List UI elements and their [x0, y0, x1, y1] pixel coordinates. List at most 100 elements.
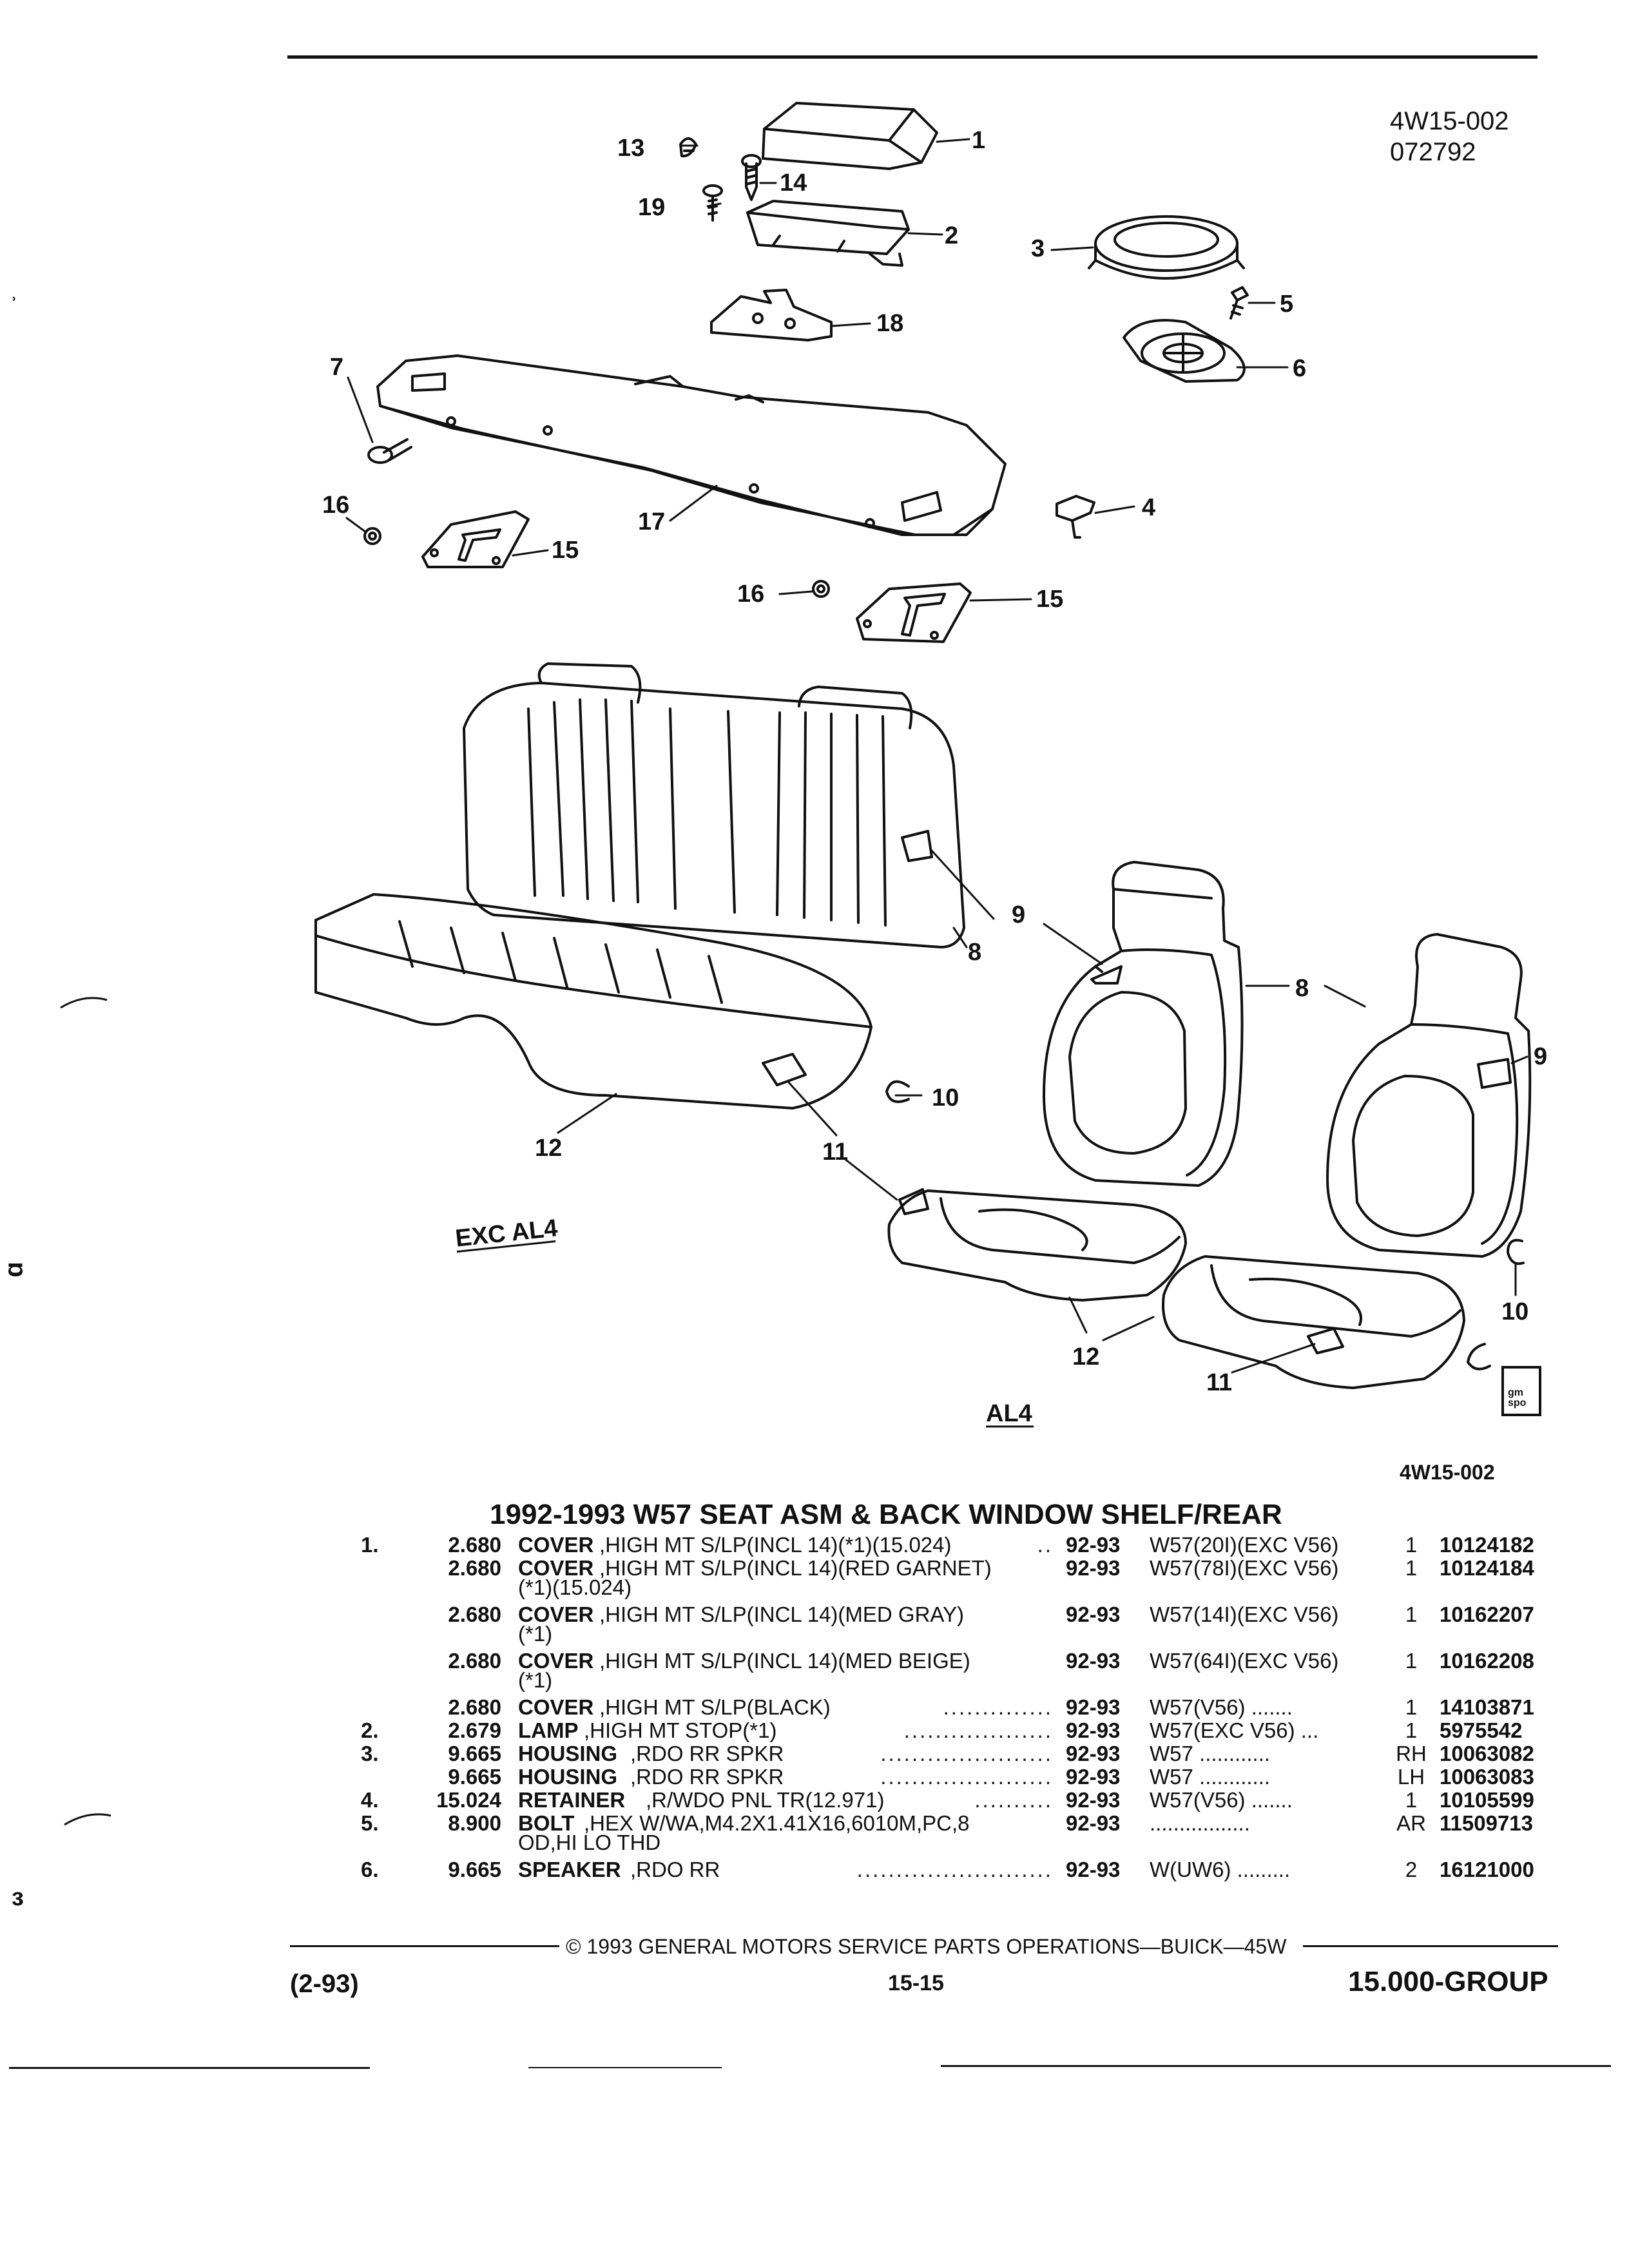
part-name: RETAINER — [518, 1788, 626, 1812]
exploded-parts-diagram: 1 2 3 4 5 6 7 8 8 9 9 10 10 11 11 12 12 … — [314, 102, 1547, 1484]
part-19-screw — [702, 184, 723, 222]
callout-17: 17 — [638, 508, 665, 535]
footer-rule-left — [290, 1945, 559, 1947]
model-years: 92-93 — [1066, 1742, 1121, 1765]
callout-11: 11 — [822, 1139, 848, 1166]
dot-leader: ......................... — [856, 1858, 1053, 1881]
part-description: ,RDO RR — [630, 1858, 720, 1881]
part-8-bench-back — [463, 662, 965, 948]
part-name: SPEAKER — [518, 1858, 621, 1881]
section-number: 9.665 — [448, 1858, 501, 1881]
model-years: 92-93 — [1066, 1718, 1121, 1742]
callout-4: 4 — [1142, 494, 1155, 521]
quantity: 1 — [1405, 1718, 1418, 1742]
part-6-speaker — [1123, 319, 1246, 383]
part-name: HOUSING — [518, 1742, 618, 1765]
logo-text-spo: spo — [1508, 1398, 1527, 1408]
part-12-bench-cushion — [314, 893, 872, 1110]
scan-mark: ʾ — [10, 294, 18, 318]
part-7-fastener — [367, 438, 412, 464]
quantity: LH — [1397, 1765, 1425, 1789]
callout-10: 10 — [1501, 1298, 1528, 1325]
dot-leader: .. — [1037, 1533, 1053, 1557]
part-name: COVER — [518, 1533, 594, 1557]
margin-mark — [64, 1813, 111, 1826]
footer-rule-right — [1303, 1945, 1558, 1947]
option-code: W57(V56) ....... — [1150, 1788, 1293, 1812]
part-description: ,HIGH MT S/LP(INCL 14)(RED GARNET) — [599, 1556, 992, 1580]
part-3-housing — [1088, 215, 1245, 280]
logo-text-gm: gm — [1508, 1387, 1523, 1398]
section-number: 2.680 — [448, 1602, 501, 1626]
dot-leader: .......... — [974, 1788, 1053, 1812]
part-15-bracket — [421, 510, 530, 568]
option-code: W(UW6) ......... — [1150, 1858, 1291, 1881]
page-number: 15-15 — [888, 1971, 944, 1995]
scan-mark: ɜ — [12, 1884, 24, 1911]
section-number: 2.680 — [448, 1533, 501, 1557]
part-description: ,HIGH MT S/LP(INCL 14)(MED BEIGE) — [599, 1649, 970, 1673]
callout-13: 13 — [617, 135, 644, 162]
part-10-clip — [1507, 1238, 1525, 1265]
bottom-scan-line — [9, 2067, 370, 2069]
part-name: LAMP — [518, 1718, 579, 1742]
figure-reference: 4W15-002 — [1400, 1461, 1495, 1484]
dot-leader: ...................... — [880, 1765, 1053, 1789]
model-years: 92-93 — [1066, 1858, 1121, 1881]
part-16-grommet — [812, 580, 830, 598]
part-15-bracket — [856, 582, 972, 643]
callout-10: 10 — [932, 1084, 959, 1111]
part-16-grommet — [363, 527, 381, 545]
part-14-screw — [741, 154, 762, 201]
callout-1: 1 — [972, 127, 985, 154]
callout-6: 6 — [1293, 355, 1306, 382]
bottom-scan-line — [941, 2065, 1611, 2067]
copyright-notice: © 1993 GENERAL MOTORS SERVICE PARTS OPER… — [566, 1935, 1287, 1958]
parts-list-title: 1992-1993 W57 SEAT ASM & BACK WINDOW SHE… — [490, 1499, 1282, 1530]
section-number: 15.024 — [436, 1788, 501, 1812]
section-number: 8.900 — [448, 1811, 501, 1835]
part-17-shelf — [376, 354, 1007, 536]
callout-16: 16 — [737, 581, 764, 608]
callout-7: 7 — [330, 354, 343, 381]
section-number: 2.679 — [448, 1718, 501, 1742]
part-12-bucket-cushion — [887, 1188, 1187, 1302]
callout-2: 2 — [945, 222, 958, 249]
model-years: 92-93 — [1066, 1602, 1121, 1626]
part-number: 10063083 — [1440, 1765, 1534, 1789]
part-18-bracket — [710, 289, 833, 341]
part-number: 11509713 — [1440, 1811, 1534, 1835]
description-continuation: (*1) — [518, 1668, 553, 1692]
option-code: W57(64I)(EXC V56) — [1150, 1649, 1339, 1673]
option-code: W57(V56) ....... — [1150, 1695, 1293, 1719]
part-10-clip — [885, 1080, 910, 1103]
description-continuation: (*1) — [518, 1622, 553, 1646]
model-years: 92-93 — [1066, 1533, 1121, 1557]
item-number: 3. — [361, 1742, 379, 1765]
part-description: ,R/WDO PNL TR(12.971) — [646, 1788, 885, 1812]
quantity: RH — [1396, 1742, 1427, 1765]
part-2-lamp — [746, 200, 910, 267]
model-years: 92-93 — [1066, 1788, 1121, 1812]
part-name: COVER — [518, 1649, 594, 1673]
model-years: 92-93 — [1066, 1556, 1121, 1580]
part-12-bucket-cushion — [1162, 1255, 1465, 1389]
part-number: 5975542 — [1440, 1718, 1523, 1742]
item-number: 2. — [361, 1718, 379, 1742]
callout-16: 16 — [322, 492, 349, 519]
callout-14: 14 — [780, 169, 807, 197]
option-code: W57 ............ — [1150, 1742, 1271, 1765]
callout-15: 15 — [552, 537, 579, 564]
part-name: COVER — [518, 1602, 594, 1626]
callout-12: 12 — [535, 1135, 562, 1162]
description-continuation: OD,HI LO THD — [518, 1831, 661, 1854]
dot-leader: .............. — [943, 1695, 1053, 1719]
part-10-clip — [1467, 1343, 1491, 1370]
